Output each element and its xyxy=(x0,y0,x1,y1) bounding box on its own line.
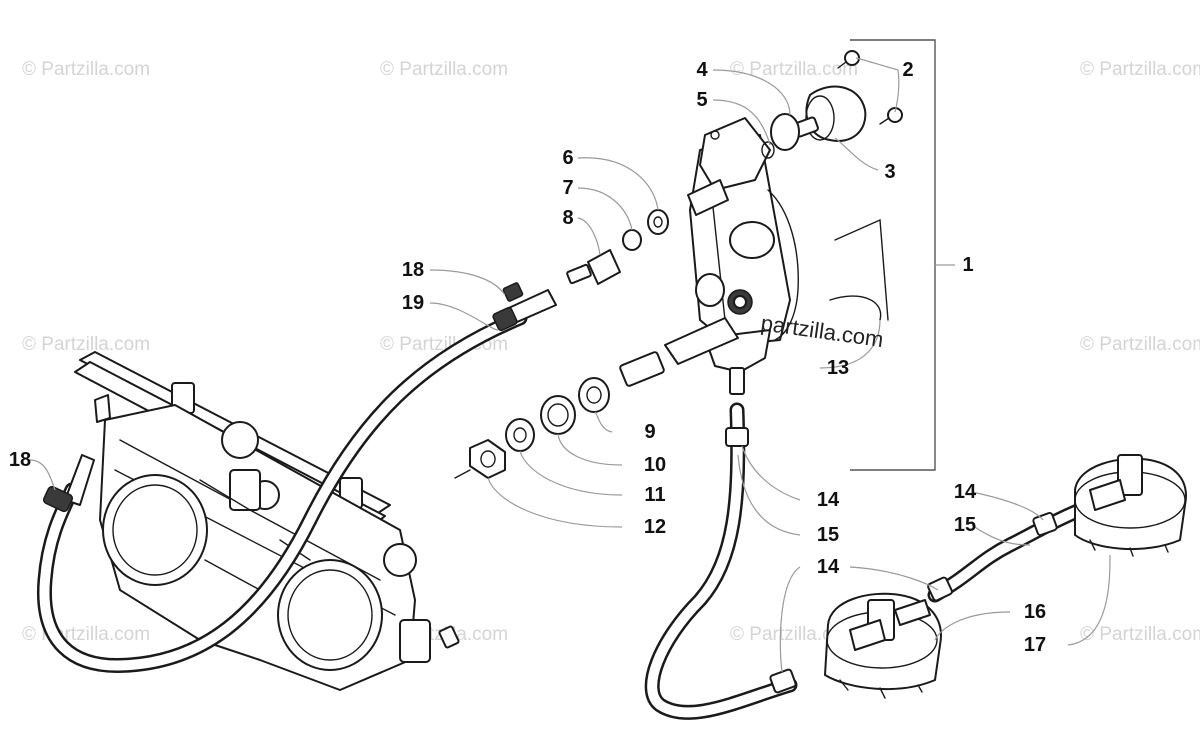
hose-right-connector xyxy=(927,500,1093,603)
callout-8: 8 xyxy=(562,207,573,229)
callout-10: 10 xyxy=(644,454,666,476)
hose-main-down xyxy=(644,402,798,720)
callout-11: 11 xyxy=(644,484,665,506)
callout-19: 19 xyxy=(402,292,424,314)
watermark: © Partzilla.com xyxy=(1080,334,1200,355)
watermark: © Partzilla.com xyxy=(22,334,150,355)
callout-14: 14 xyxy=(817,489,840,511)
callout-9: 9 xyxy=(644,421,655,443)
watermark: © Partzilla.com xyxy=(22,59,150,80)
callout-16: 16 xyxy=(1024,601,1046,623)
callout-2: 2 xyxy=(902,59,913,81)
watermark-overlay: partzilla.com xyxy=(759,310,885,352)
callout-12: 12 xyxy=(644,516,666,538)
callout-14: 14 xyxy=(954,481,977,503)
watermark: © Partzilla.com xyxy=(730,624,858,645)
watermark: © Partzilla.com xyxy=(730,59,858,80)
watermark: © Partzilla.com xyxy=(1080,624,1200,645)
callout-5: 5 xyxy=(696,89,707,111)
callout-6: 6 xyxy=(562,147,573,169)
washers-and-nut xyxy=(454,377,610,479)
callout-labels: 1 2 3 4 5 6 7 8 9 10 11 12 13 14 15 14 1… xyxy=(9,59,1046,656)
callout-7: 7 xyxy=(562,177,573,199)
callout-18: 18 xyxy=(402,259,424,281)
watermark: © Partzilla.com xyxy=(1080,59,1200,80)
callout-17: 17 xyxy=(1024,634,1046,656)
callout-14: 14 xyxy=(817,556,840,578)
callout-4: 4 xyxy=(696,59,708,81)
callout-3: 3 xyxy=(884,161,895,183)
assembly-bracket xyxy=(850,39,936,471)
callout-15: 15 xyxy=(817,524,839,546)
callout-15: 15 xyxy=(954,514,976,536)
callout-1: 1 xyxy=(962,254,973,276)
watermark: © Partzilla.com xyxy=(22,624,150,645)
watermark: © Partzilla.com xyxy=(380,59,508,80)
hose-clamps xyxy=(42,282,1058,694)
fuel-filter-left xyxy=(824,592,942,699)
leader-lines xyxy=(29,57,1111,673)
throttle-body-assembly xyxy=(74,351,460,691)
callout-18: 18 xyxy=(9,449,31,471)
callout-13: 13 xyxy=(827,357,849,379)
fuel-filter-right xyxy=(1074,454,1187,557)
